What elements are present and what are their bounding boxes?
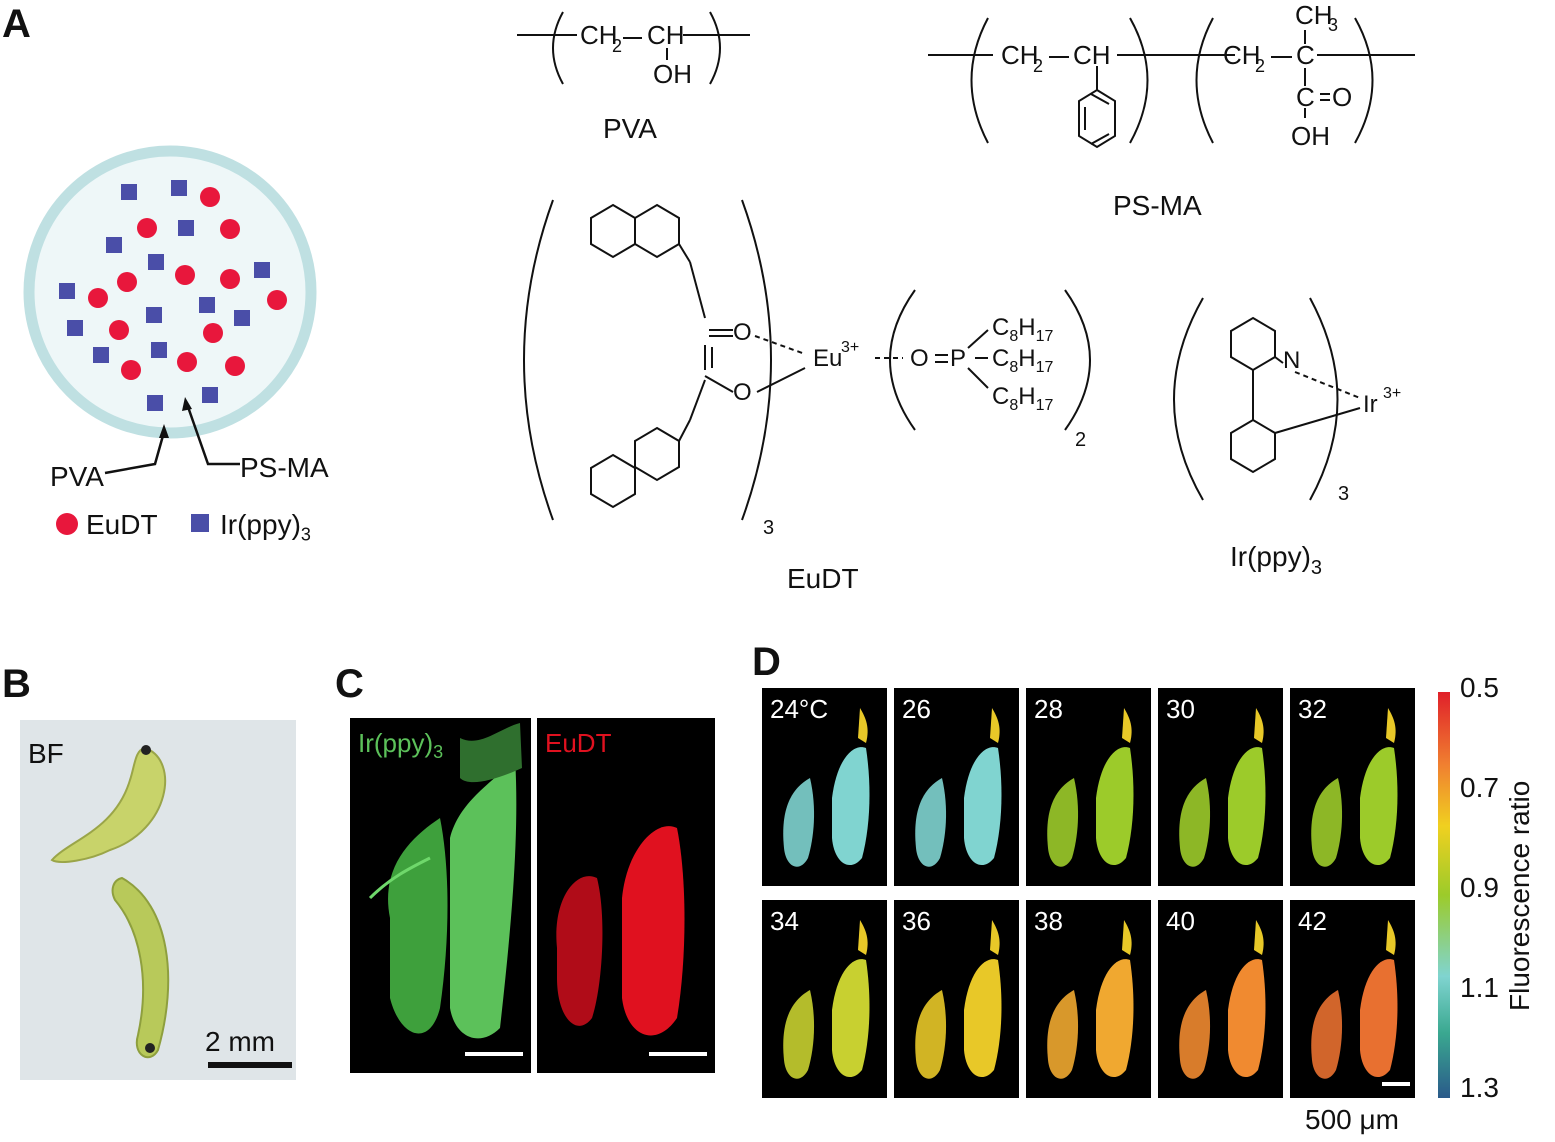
colorbar-tick-1: 0.7 <box>1460 772 1499 803</box>
bf-label: BF <box>28 738 64 769</box>
ratio-tile: 36 <box>894 900 1019 1098</box>
svg-text:2: 2 <box>1075 429 1086 451</box>
svg-text:3: 3 <box>1328 15 1338 35</box>
legend-eudt-label: EuDT <box>86 509 158 540</box>
ratio-tile-label: 30 <box>1166 694 1195 724</box>
scale-bar-c-red <box>649 1052 707 1056</box>
nanoparticle-diagram <box>23 145 317 535</box>
panel-label-d: D <box>752 640 781 684</box>
svg-text:O: O <box>733 379 752 406</box>
svg-text:CH: CH <box>580 20 618 50</box>
legend-irppy-square <box>191 514 209 532</box>
svg-text:Ir(ppy)3: Ir(ppy)3 <box>1230 541 1322 579</box>
svg-text:3+: 3+ <box>1383 385 1401 402</box>
ratio-tile-label: 28 <box>1034 694 1063 724</box>
scale-bar-label-b: 2 mm <box>205 1026 275 1057</box>
colorbar-tick-4: 1.3 <box>1460 1072 1499 1103</box>
svg-text:Eu: Eu <box>813 345 842 372</box>
ratio-tile-label: 40 <box>1166 906 1195 936</box>
brightfield-image: BF 2 mm <box>20 720 296 1080</box>
larva-lower <box>111 876 170 1059</box>
psma-label: PS-MA <box>240 452 329 483</box>
svg-text:OH: OH <box>653 59 692 89</box>
svg-text:EuDT: EuDT <box>787 563 859 594</box>
svg-text:3+: 3+ <box>841 339 859 356</box>
ratio-image-grid: 24°C 26 28 30 32 34 36 38 40 42 <box>762 688 1415 1098</box>
svg-text:3: 3 <box>1338 483 1349 505</box>
ratio-tile: 30 <box>1158 688 1283 886</box>
svg-text:C: C <box>1296 82 1315 112</box>
colorbar-tick-3: 1.1 <box>1460 972 1499 1003</box>
svg-text:OH: OH <box>1291 121 1330 151</box>
svg-text:O: O <box>733 319 752 346</box>
legend-irppy-label: Ir(ppy)3 <box>220 509 311 545</box>
eudt-channel-label: EuDT <box>545 728 612 758</box>
ratio-tile: 28 <box>1026 688 1151 886</box>
ratio-tile-label: 38 <box>1034 906 1063 936</box>
pva-label: PVA <box>50 461 104 492</box>
scale-bar-label-d: 500 μm <box>1305 1104 1399 1135</box>
svg-text:O: O <box>1332 82 1352 112</box>
ratio-tile: 32 <box>1290 688 1415 886</box>
larvae-illustration <box>50 745 170 1059</box>
ratio-tile: 40 <box>1158 900 1283 1098</box>
ratio-tile-label: 42 <box>1298 906 1327 936</box>
svg-text:CH: CH <box>1223 40 1261 70</box>
svg-text:CH: CH <box>1073 40 1111 70</box>
svg-text:P: P <box>950 345 966 372</box>
scale-bar-c-green <box>465 1052 523 1056</box>
svg-text:C: C <box>1296 40 1315 70</box>
ratio-tile: 34 <box>762 900 887 1098</box>
svg-text:PVA: PVA <box>603 113 657 144</box>
colorbar-tick-2: 0.9 <box>1460 872 1499 903</box>
irppy-squares <box>59 180 270 411</box>
irppy-channel-label: Ir(ppy)3 <box>358 728 444 763</box>
svg-text:PS-MA: PS-MA <box>1113 190 1202 221</box>
ratio-tile: 24°C <box>762 688 887 886</box>
panel-label-c: C <box>335 662 364 706</box>
irppy-channel-image: Ir(ppy)3 <box>350 718 531 1073</box>
ratio-tile: 26 <box>894 688 1019 886</box>
psma-structure: CH 3 CH 2 CH CH 2 C C O OH PS-MA <box>928 0 1415 221</box>
scale-bar-d <box>1382 1082 1410 1086</box>
eudt-dots <box>88 187 287 380</box>
svg-text:O: O <box>910 345 929 372</box>
ratio-tile: 42 <box>1290 900 1415 1098</box>
colorbar <box>1438 692 1450 1098</box>
svg-text:Ir: Ir <box>1363 391 1378 418</box>
eudt-channel-image: EuDT <box>537 718 715 1073</box>
svg-text:CH: CH <box>1295 0 1333 30</box>
panel-label-a: A <box>2 2 31 46</box>
svg-text:CH: CH <box>1001 40 1039 70</box>
svg-text:2: 2 <box>1033 56 1043 76</box>
ratio-tile: 38 <box>1026 900 1151 1098</box>
colorbar-title: Fluorescence ratio <box>1504 780 1535 1011</box>
eudt-structure: O O Eu 3+ O P C8H17 C8H17 C8H17 2 3 EuDT <box>523 199 1091 594</box>
ratio-tile-label: 36 <box>902 906 931 936</box>
pva-structure: CH 2 CH OH PVA <box>517 11 750 144</box>
svg-text:C8H17: C8H17 <box>992 383 1053 414</box>
ratio-tile-label: 32 <box>1298 694 1327 724</box>
psma-arrow <box>185 403 240 466</box>
larva-upper <box>50 746 167 863</box>
colorbar-tick-0: 0.5 <box>1460 672 1499 703</box>
svg-text:N: N <box>1283 347 1300 374</box>
scale-bar-b <box>208 1062 292 1068</box>
ratio-tile-label: 24°C <box>770 694 829 724</box>
pva-arrow <box>104 431 166 475</box>
ratio-tile-label: 34 <box>770 906 799 936</box>
chemical-structures: CH 2 CH OH PVA CH 3 CH 2 CH CH 2 C C O <box>517 0 1415 594</box>
ratio-tile-label: 26 <box>902 694 931 724</box>
svg-text:C8H17: C8H17 <box>992 314 1053 345</box>
legend-eudt-dot <box>56 513 78 535</box>
svg-text:3: 3 <box>763 517 774 539</box>
svg-text:2: 2 <box>612 36 622 56</box>
svg-text:C8H17: C8H17 <box>992 345 1053 376</box>
svg-text:2: 2 <box>1255 56 1265 76</box>
irppy-structure: N Ir 3+ 3 Ir(ppy)3 <box>1173 297 1401 579</box>
svg-text:CH: CH <box>647 20 685 50</box>
panel-label-b: B <box>2 662 31 706</box>
